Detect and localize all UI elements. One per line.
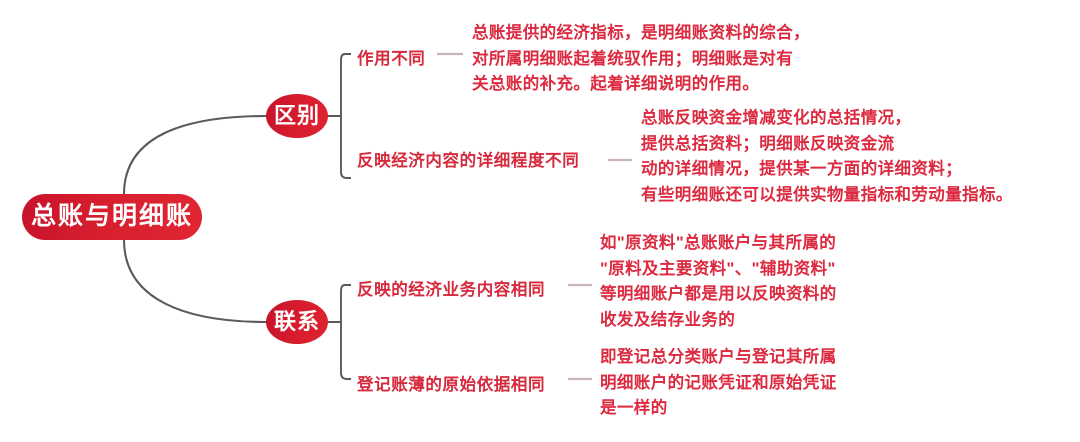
connector-root-to-branch-2 bbox=[122, 238, 268, 324]
detail-text-same-business-content: 如"原资料"总账账户与其所属的 "原料及主要资料"、"辅助资料" 等明细账户都是… bbox=[600, 234, 837, 329]
detail-text-detail-level-differs: 总账反映资金增减变化的总括情况， 提供总括资料；明细账反映资金流 动的详细情况，… bbox=[641, 109, 1013, 204]
connector-root-to-branch-1 bbox=[122, 114, 268, 196]
connector-branch-1-bracket bbox=[340, 53, 351, 179]
sublabel-detail-level-differs[interactable]: 反映经济内容的详细程度不同 bbox=[357, 152, 580, 170]
branch-node-difference[interactable]: 区别 bbox=[266, 94, 328, 138]
detail-text-same-source-basis: 即登记总分类账户与登记其所属 明细账户的记账凭证和原始凭证 是一样的 bbox=[600, 348, 837, 417]
sublabel-function-differs[interactable]: 作用不同 bbox=[357, 50, 426, 68]
branch-node-connection[interactable]: 联系 bbox=[266, 300, 328, 344]
detail-text-function-differs: 总账提供的经济指标，是明细账资料的综合， 对所属明细账起着统驭作用；明细账是对有… bbox=[472, 24, 810, 93]
connector-branch-2-bracket bbox=[340, 284, 351, 380]
root-node[interactable]: 总账与明细账 bbox=[22, 194, 202, 240]
sublabel-same-source-basis[interactable]: 登记账薄的原始依据相同 bbox=[357, 376, 546, 394]
sublabel-same-business-content[interactable]: 反映的经济业务内容相同 bbox=[357, 281, 546, 299]
